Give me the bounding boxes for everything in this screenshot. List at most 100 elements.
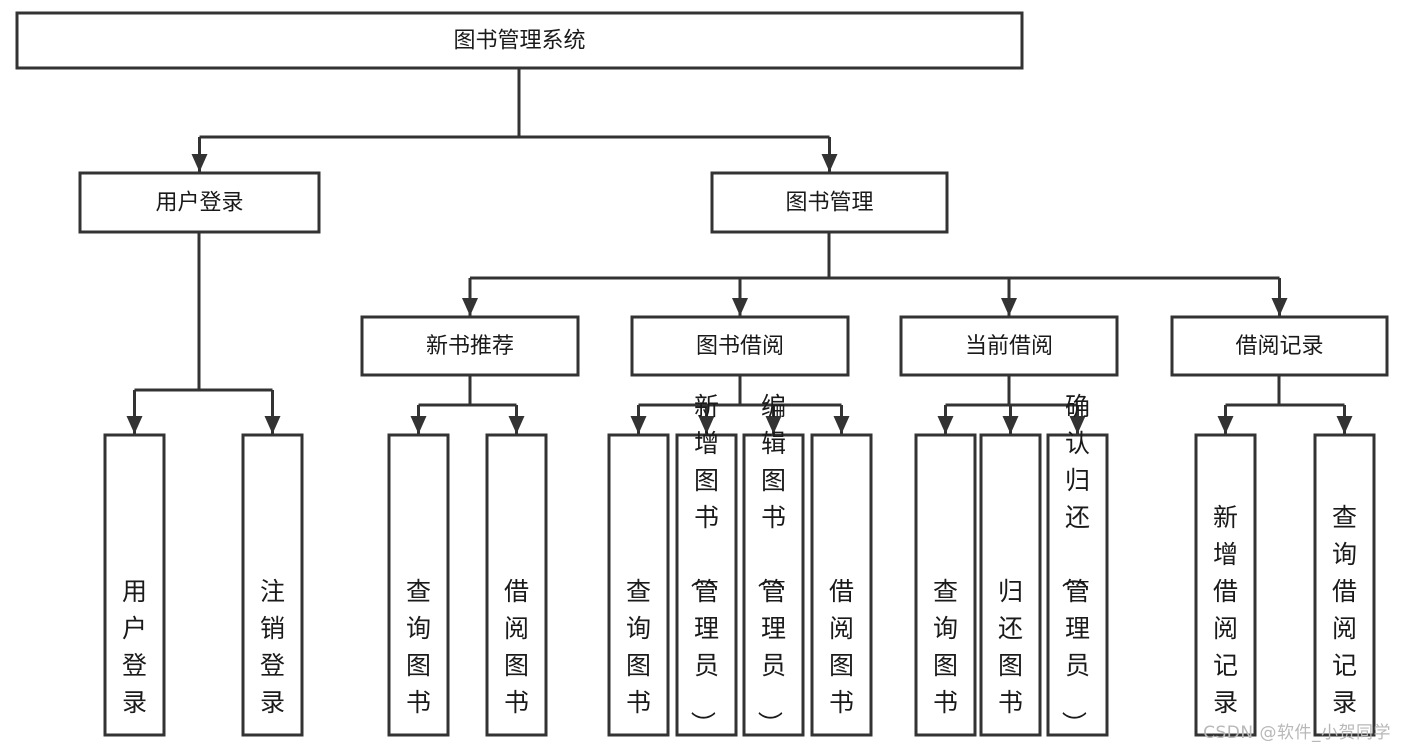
node-label: 注销登录 xyxy=(260,577,285,717)
node-label-char: 员 xyxy=(761,651,786,680)
node-label-char: 书 xyxy=(626,688,651,717)
node-label-char: 理 xyxy=(761,614,786,643)
arrow-head-icon xyxy=(821,154,838,172)
node-box xyxy=(979,433,1042,737)
node-l3-new-book-rec[interactable]: 新书推荐 xyxy=(360,315,580,377)
watermark-label: CSDN @软件_小贺同学 xyxy=(1203,723,1391,743)
node-box xyxy=(914,433,977,737)
node-box xyxy=(1194,433,1257,737)
node-label-char: 归 xyxy=(1065,466,1090,495)
node-box xyxy=(387,433,450,737)
arrow-head-icon xyxy=(462,298,478,316)
node-leaf-user-login[interactable]: 用户登录 xyxy=(103,433,166,737)
node-label-char: 借 xyxy=(1213,577,1238,606)
node-leaf-cb-return[interactable]: 归还图书 xyxy=(979,433,1042,737)
node-leaf-bb-add[interactable]: 新增图书（管理员） xyxy=(675,392,738,737)
node-label-char: 增 xyxy=(694,429,719,458)
arrow-head-icon xyxy=(1002,416,1019,434)
node-leaf-bb-query[interactable]: 查询图书 xyxy=(607,433,670,737)
node-label-char: 图 xyxy=(406,651,431,680)
connector-borrow-record-bus xyxy=(1217,375,1353,434)
node-leaf-bb-edit[interactable]: 编辑图书（管理员） xyxy=(742,392,805,737)
node-leaf-rec-query[interactable]: 查询图书 xyxy=(387,433,450,737)
arrow-head-icon xyxy=(191,154,208,172)
node-leaf-br-query[interactable]: 查询借阅记录 xyxy=(1313,433,1376,737)
node-label-char: 录 xyxy=(260,688,285,717)
node-label-char: 询 xyxy=(406,614,431,643)
node-leaf-cb-confirm[interactable]: 确认归还（管理员） xyxy=(1046,392,1109,737)
node-label-char: 记 xyxy=(1213,651,1238,680)
node-label-char: 户 xyxy=(122,614,147,643)
node-l3-book-borrow[interactable]: 图书借阅 xyxy=(630,315,850,377)
node-box xyxy=(607,433,670,737)
node-label: 查询图书 xyxy=(406,577,431,717)
node-leaf-logout[interactable]: 注销登录 xyxy=(241,433,304,737)
node-label-char: 借 xyxy=(504,577,529,606)
arrow-head-icon xyxy=(1271,298,1288,316)
node-label-char: ） xyxy=(688,711,717,736)
node-label-char: 图 xyxy=(761,466,786,495)
node-label-char: 查 xyxy=(406,577,431,606)
arrow-head-icon xyxy=(1217,416,1234,434)
node-leaf-cb-query[interactable]: 查询图书 xyxy=(914,433,977,737)
node-label-char: 图 xyxy=(626,651,651,680)
connector-user-login-bus xyxy=(126,232,281,434)
node-root[interactable]: 图书管理系统 xyxy=(15,11,1024,70)
node-label: 查询借阅记录 xyxy=(1332,503,1357,717)
node-l3-borrow-record[interactable]: 借阅记录 xyxy=(1170,315,1389,377)
node-label-char: 理 xyxy=(694,614,719,643)
node-label-char: 阅 xyxy=(1213,614,1238,643)
node-label-char: 编 xyxy=(761,392,786,421)
connector-root-bus xyxy=(191,68,838,172)
node-label-char: 图 xyxy=(933,651,958,680)
node-l2-user-login[interactable]: 用户登录 xyxy=(78,171,321,234)
arrow-head-icon xyxy=(732,298,748,316)
node-label-char: 书 xyxy=(829,688,854,717)
node-label-char: 借 xyxy=(829,577,854,606)
node-l3-current-borrow[interactable]: 当前借阅 xyxy=(899,315,1119,377)
node-box xyxy=(78,171,321,234)
node-leaf-bb-borrow[interactable]: 借阅图书 xyxy=(810,433,873,737)
node-label-char: 借 xyxy=(1332,577,1357,606)
node-label-char: 确 xyxy=(1065,392,1090,421)
node-label-char: 图 xyxy=(998,651,1023,680)
node-leaf-rec-borrow[interactable]: 借阅图书 xyxy=(485,433,548,737)
node-label-char: 用 xyxy=(122,577,147,606)
node-label-char: 还 xyxy=(1065,503,1090,532)
node-label: 查询图书 xyxy=(933,577,958,717)
arrow-head-icon xyxy=(264,416,281,434)
node-box xyxy=(15,11,1024,70)
node-label: 借阅图书 xyxy=(504,577,529,717)
node-l2-book-mgmt[interactable]: 图书管理 xyxy=(710,171,949,234)
node-label-char: 图 xyxy=(504,651,529,680)
arrow-head-icon xyxy=(410,416,427,434)
node-box xyxy=(360,315,580,377)
node-leaf-br-add[interactable]: 新增借阅记录 xyxy=(1194,433,1257,737)
node-label-char: 询 xyxy=(626,614,651,643)
arrow-head-icon xyxy=(1336,416,1353,434)
node-box xyxy=(630,315,850,377)
node-box xyxy=(1046,433,1109,737)
arrow-head-icon xyxy=(937,416,954,434)
arrow-head-icon xyxy=(630,416,647,434)
node-label-char: 登 xyxy=(122,651,147,680)
arrow-head-icon xyxy=(765,416,782,434)
node-label: 借阅图书 xyxy=(829,577,854,717)
node-box xyxy=(1170,315,1389,377)
node-label-char: ） xyxy=(755,711,784,736)
node-label-char: 管 xyxy=(1065,577,1090,606)
node-label-char: 管 xyxy=(761,577,786,606)
node-label-char: 询 xyxy=(933,614,958,643)
node-label-char: 注 xyxy=(260,577,285,606)
node-box xyxy=(675,433,738,737)
node-box xyxy=(103,433,166,737)
node-label-char: 记 xyxy=(1332,651,1357,680)
node-label: 查询图书 xyxy=(626,577,651,717)
node-label-char: 新 xyxy=(694,392,719,421)
node-label-char: 书 xyxy=(504,688,529,717)
node-box xyxy=(485,433,548,737)
node-label: 用户登录 xyxy=(155,191,243,216)
connector-layer xyxy=(126,68,1353,434)
node-label: 编辑图书（管理员） xyxy=(755,392,786,736)
